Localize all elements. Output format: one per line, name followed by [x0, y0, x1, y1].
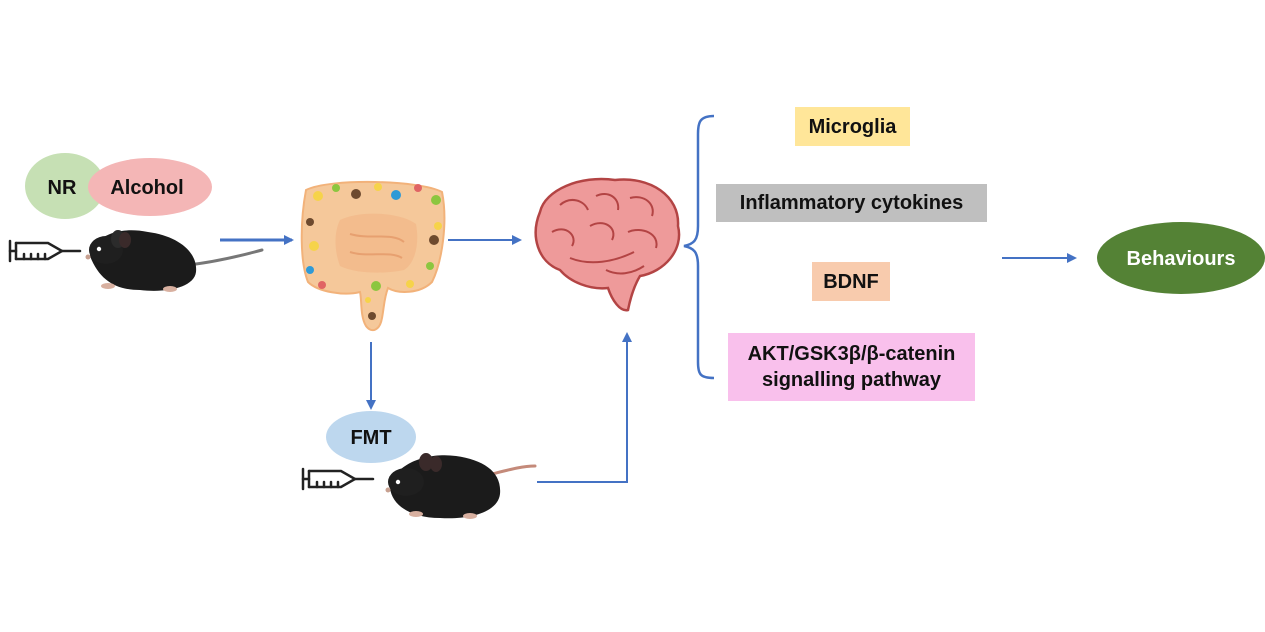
- behaviours-label: Behaviours: [1127, 248, 1236, 270]
- pathway-label-line2: signalling pathway: [762, 369, 941, 391]
- microglia-box: Microglia: [795, 107, 910, 146]
- fmt-ellipse: [326, 411, 416, 463]
- curly-brace: [683, 114, 715, 380]
- pathway-box: AKT/GSK3β/β-catenin signalling pathway: [728, 333, 975, 401]
- inflammatory-cytokines-label: Inflammatory cytokines: [739, 192, 964, 214]
- fmt-label: FMT: [350, 427, 391, 449]
- alcohol-ellipse: [88, 158, 212, 216]
- mouse-icon: [85, 230, 264, 292]
- intestine-icon: [300, 181, 446, 332]
- syringe-icon: [8, 239, 82, 263]
- inflammatory-cytokines-box: Inflammatory cytokines: [716, 184, 987, 222]
- alcohol-label: Alcohol: [110, 177, 183, 199]
- syringe-icon: [301, 467, 375, 491]
- behaviours-ellipse: [1097, 222, 1265, 294]
- arrow-fmt-mouse-to-brain: [537, 332, 632, 483]
- microglia-label: Microglia: [808, 115, 897, 138]
- bdnf-label: BDNF: [823, 270, 879, 293]
- brain-icon: [534, 177, 681, 312]
- mouse-icon: [385, 453, 537, 519]
- nr-label: NR: [48, 177, 77, 199]
- pathway-label-line1: AKT/GSK3β/β-catenin: [747, 343, 956, 365]
- nr-ellipse: [25, 153, 105, 219]
- bdnf-box: BDNF: [812, 262, 890, 301]
